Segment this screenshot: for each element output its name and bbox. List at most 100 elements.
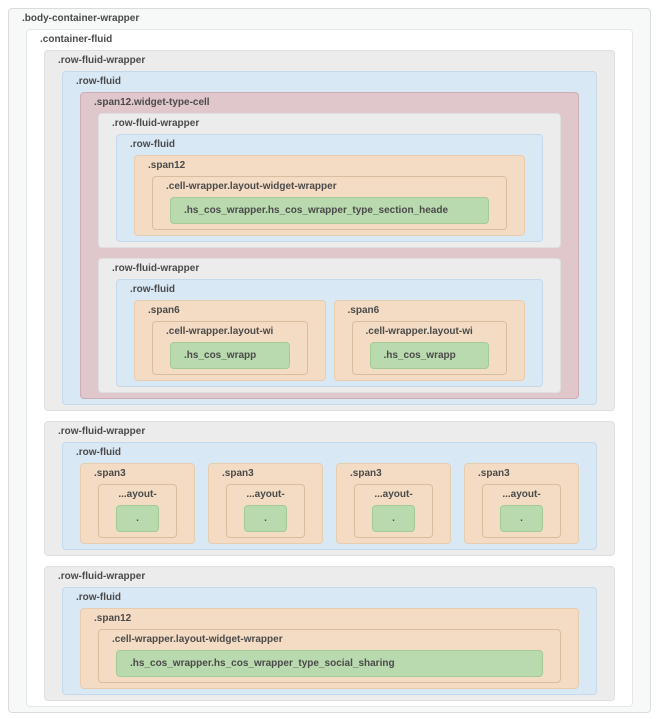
- box-label-row-fluid-wrapper-1: .row-fluid-wrapper: [58, 55, 146, 66]
- box-label-span6-2: .span6: [347, 305, 380, 316]
- box-label-row-fluid-3: .row-fluid: [76, 592, 121, 603]
- box-container-fluid: .container-fluid.row-fluid-wrapper.row-f…: [26, 29, 633, 707]
- box-hs-cos-wrapper-span3-3: .: [372, 505, 415, 532]
- box-label-hs-cos-wrapper-section-header: .hs_cos_wrapper.hs_cos_wrapper_type_sect…: [184, 205, 449, 216]
- box-cell-wrapper-span3-1: ...ayout-.: [98, 484, 177, 538]
- box-cell-wrapper-span6-2: .cell-wrapper.layout-wi .hs_cos_wrapp: [351, 321, 507, 375]
- children-of-span6-2: .cell-wrapper.layout-wi .hs_cos_wrapp: [335, 321, 525, 380]
- children-of-container-fluid: .row-fluid-wrapper.row-fluid.span12.widg…: [27, 50, 632, 706]
- children-of-span12-social-sharing: .cell-wrapper.layout-widget-wrapper .hs_c…: [81, 629, 578, 688]
- children-of-row-fluid-wrapper-1a: .row-fluid .span12 .cell-wrapper.layout-wi…: [99, 134, 560, 247]
- box-label-row-fluid-1: .row-fluid: [76, 76, 121, 87]
- box-hs-cos-wrapper-span3-1: .: [116, 505, 159, 532]
- box-label-row-fluid-wrapper-1a: .row-fluid-wrapper: [112, 118, 200, 129]
- box-label-span3-1: .span3: [94, 468, 126, 479]
- box-span3-2: .span3...ayout-.: [208, 463, 323, 544]
- box-label-row-fluid-2: .row-fluid: [76, 447, 121, 458]
- children-of-row-fluid-1: .span12.widget-type-cell .row-fluid-wrapp…: [63, 92, 596, 404]
- children-of-cell-wrapper-span3-2: .: [227, 505, 304, 537]
- box-label-row-fluid-wrapper-1b: .row-fluid-wrapper: [112, 263, 200, 274]
- children-of-span3-2: ...ayout-.: [209, 484, 322, 543]
- box-label-span12-section-header: .span12: [148, 160, 186, 171]
- children-of-row-fluid-1b: .span6 .cell-wrapper.layout-wi .hs_cos_wra…: [117, 300, 542, 386]
- children-of-body-container-wrapper: .container-fluid.row-fluid-wrapper.row-f…: [9, 29, 650, 712]
- box-row-fluid-wrapper-2: .row-fluid-wrapper .row-fluid .span3 ...ayo…: [44, 421, 615, 556]
- box-row-fluid-wrapper-1b: .row-fluid-wrapper .row-fluid .span6 .cell-…: [98, 258, 561, 393]
- box-label-cell-wrapper-span3-4: ...ayout-: [502, 489, 541, 500]
- box-span12-social-sharing: .span12 .cell-wrapper.layout-widget-wrapp…: [80, 608, 579, 689]
- box-label-span12-widget-type-cell: .span12.widget-type-cell: [94, 97, 210, 108]
- box-row-fluid-1a: .row-fluid .span12 .cell-wrapper.layout-wi…: [116, 134, 543, 242]
- box-label-cell-wrapper-span6-2: .cell-wrapper.layout-wi: [365, 326, 473, 337]
- box-row-fluid-1b: .row-fluid .span6 .cell-wrapper.layout-wi.…: [116, 279, 543, 387]
- box-label-span3-3: .span3: [350, 468, 382, 479]
- box-span6-1: .span6 .cell-wrapper.layout-wi .hs_cos_wra…: [134, 300, 326, 381]
- children-of-row-fluid-wrapper-1: .row-fluid .span12.widget-type-cell .row-f…: [45, 71, 614, 410]
- box-label-hs-cos-wrapper-span3-1: .: [136, 513, 139, 524]
- children-of-row-fluid-wrapper-1b: .row-fluid .span6 .cell-wrapper.layout-wi.…: [99, 279, 560, 392]
- box-cell-wrapper-social-sharing: .cell-wrapper.layout-widget-wrapper .hs_c…: [98, 629, 561, 683]
- box-span3-1: .span3 ...ayout-.: [80, 463, 195, 544]
- box-cell-wrapper-section-header: .cell-wrapper.layout-widget-wrapper .hs_c…: [152, 176, 507, 230]
- box-label-container-fluid: .container-fluid: [40, 34, 113, 45]
- box-label-hs-cos-wrapper-span3-3: .: [392, 513, 395, 524]
- box-label-cell-wrapper-social-sharing: .cell-wrapper.layout-widget-wrapper: [112, 634, 283, 645]
- children-of-row-fluid-wrapper-3: .row-fluid .span12 .cell-wrapper.layout-wi…: [45, 587, 614, 700]
- children-of-span3-4: ...ayout-.: [465, 484, 578, 543]
- box-label-row-fluid-1a: .row-fluid: [130, 139, 175, 150]
- children-of-cell-wrapper-span3-1: .: [99, 505, 176, 537]
- box-cell-wrapper-span6-1: .cell-wrapper.layout-wi .hs_cos_wrapp: [152, 321, 308, 375]
- box-label-span3-4: .span3: [478, 468, 510, 479]
- box-label-cell-wrapper-section-header: .cell-wrapper.layout-widget-wrapper: [166, 181, 337, 192]
- box-label-hs-cos-wrapper-span6-1: .hs_cos_wrapp: [184, 350, 257, 361]
- children-of-span6-1: .cell-wrapper.layout-wi .hs_cos_wrapp: [135, 321, 325, 380]
- box-span12-widget-type-cell: .span12.widget-type-cell .row-fluid-wrapp…: [80, 92, 579, 399]
- children-of-row-fluid-wrapper-2: .row-fluid.span3...ayout-..span3...ayout…: [45, 442, 614, 555]
- children-of-cell-wrapper-span6-1: .hs_cos_wrapp: [153, 342, 307, 374]
- box-row-fluid-2: .row-fluid.span3...ayout-..span3...ayout…: [62, 442, 597, 550]
- box-span3-4: .span3 ...ayout-.: [464, 463, 579, 544]
- children-of-span12-section-header: .cell-wrapper.layout-widget-wrapper .hs_c…: [135, 176, 524, 235]
- box-row-fluid-wrapper-1a: .row-fluid-wrapper .row-fluid .span12 .cell…: [98, 113, 561, 248]
- box-label-row-fluid-wrapper-2: .row-fluid-wrapper: [58, 426, 146, 437]
- box-label-body-container-wrapper: .body-container-wrapper: [22, 13, 140, 24]
- box-label-cell-wrapper-span3-1: ...ayout-: [118, 489, 157, 500]
- box-hs-cos-wrapper-span3-4: .: [500, 505, 543, 532]
- box-hs-cos-wrapper-span6-1: .hs_cos_wrapp: [170, 342, 290, 369]
- box-cell-wrapper-span3-4: ...ayout-.: [482, 484, 561, 538]
- box-label-cell-wrapper-span6-1: .cell-wrapper.layout-wi: [166, 326, 274, 337]
- box-span3-3: .span3 ...ayout-.: [336, 463, 451, 544]
- children-of-row-fluid-3: .span12 .cell-wrapper.layout-widget-wrapp…: [63, 608, 596, 694]
- box-hs-cos-wrapper-span6-2: .hs_cos_wrapp: [369, 342, 489, 369]
- children-of-cell-wrapper-social-sharing: .hs_cos_wrapper.hs_cos_wrapper_type_soci…: [99, 650, 560, 682]
- children-of-span12-widget-type-cell: .row-fluid-wrapper .row-fluid .span12 .cell…: [81, 113, 578, 398]
- children-of-row-fluid-2: .span3 ...ayout-. .span3 ...ayout-. .span3..…: [63, 463, 596, 549]
- box-label-row-fluid-wrapper-3: .row-fluid-wrapper: [58, 571, 146, 582]
- box-row-fluid-3: .row-fluid .span12 .cell-wrapper.layout-wi…: [62, 587, 597, 695]
- box-body-container-wrapper: .body-container-wrapper .container-fluid.…: [8, 8, 651, 713]
- box-row-fluid-wrapper-3: .row-fluid-wrapper .row-fluid .span12 .cell…: [44, 566, 615, 701]
- box-hs-cos-wrapper-section-header: .hs_cos_wrapper.hs_cos_wrapper_type_sect…: [170, 197, 489, 224]
- box-label-row-fluid-1b: .row-fluid: [130, 284, 175, 295]
- box-label-span12-social-sharing: .span12: [94, 613, 132, 624]
- box-span6-2: .span6 .cell-wrapper.layout-wi .hs_cos_wra…: [333, 300, 525, 381]
- children-of-row-fluid-1a: .span12 .cell-wrapper.layout-widget-wrapp…: [117, 155, 542, 241]
- children-of-cell-wrapper-span6-2: .hs_cos_wrapp: [353, 342, 507, 374]
- box-label-cell-wrapper-span3-3: ...ayout-: [374, 489, 413, 500]
- box-row-fluid-1: .row-fluid .span12.widget-type-cell .row-f…: [62, 71, 597, 405]
- box-label-hs-cos-wrapper-span3-4: .: [520, 513, 523, 524]
- box-hs-cos-wrapper-social-sharing: .hs_cos_wrapper.hs_cos_wrapper_type_soci…: [116, 650, 543, 677]
- box-row-fluid-wrapper-1: .row-fluid-wrapper.row-fluid.span12.widg…: [44, 50, 615, 411]
- box-label-span6-1: .span6: [148, 305, 180, 316]
- children-of-span3-1: ...ayout-.: [81, 484, 194, 543]
- box-cell-wrapper-span3-2: ...ayout-.: [226, 484, 305, 538]
- box-label-hs-cos-wrapper-span6-2: .hs_cos_wrapp: [383, 350, 456, 361]
- box-label-cell-wrapper-span3-2: ...ayout-: [246, 489, 285, 500]
- box-span12-section-header: .span12 .cell-wrapper.layout-widget-wrapp…: [134, 155, 525, 236]
- children-of-cell-wrapper-section-header: .hs_cos_wrapper.hs_cos_wrapper_type_sect…: [153, 197, 506, 229]
- children-of-cell-wrapper-span3-4: .: [483, 505, 560, 537]
- box-hs-cos-wrapper-span3-2: .: [244, 505, 287, 532]
- children-of-span3-3: ...ayout-.: [337, 484, 450, 543]
- children-of-cell-wrapper-span3-3: .: [355, 505, 432, 537]
